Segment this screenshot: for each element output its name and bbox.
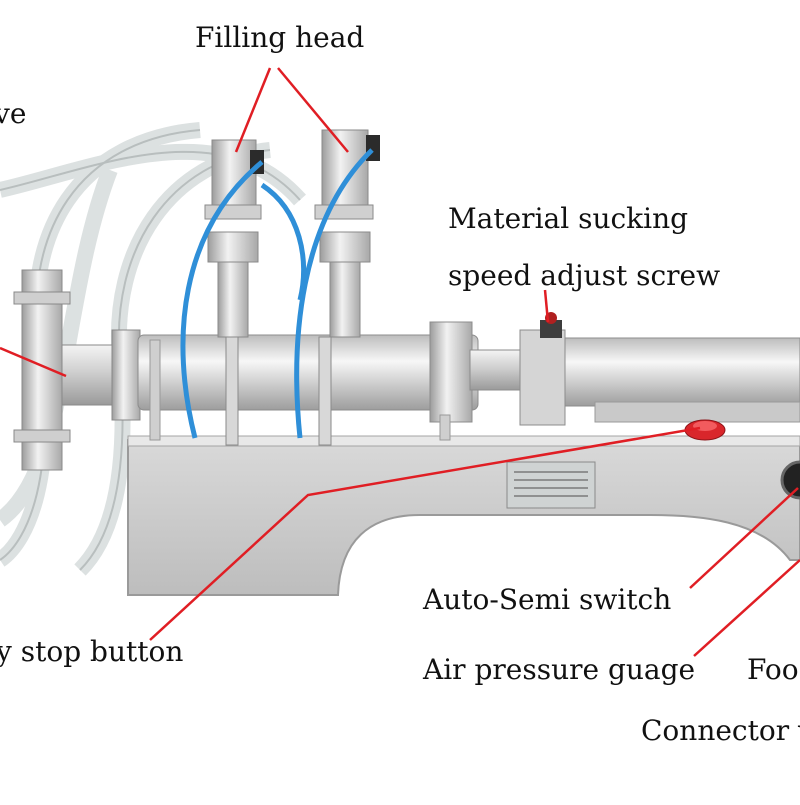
leader-lines <box>0 67 800 657</box>
filling-head-left <box>204 139 264 446</box>
label-material-sucking-line1: Material sucking <box>448 202 689 235</box>
label-material-sucking-line2: speed adjust screw <box>448 259 721 292</box>
filling-head-right <box>314 129 380 446</box>
label-foot: Foo <box>747 653 799 686</box>
machine-base <box>127 439 800 596</box>
nameplate <box>506 461 596 509</box>
air-tubes <box>180 148 374 439</box>
pneumatic-cylinder <box>519 312 800 426</box>
label-auto-semi-switch: Auto-Semi switch <box>423 583 672 616</box>
label-emergency-stop-button: y stop button <box>0 635 184 668</box>
label-filling-head: Filling head <box>195 21 365 54</box>
label-valve: ve <box>0 97 27 130</box>
emergency-stop-button-graphic <box>684 419 726 441</box>
three-way-valve <box>13 269 141 471</box>
label-connector: Connector v <box>641 714 800 747</box>
label-air-pressure-gauge: Air pressure guage <box>423 653 696 686</box>
